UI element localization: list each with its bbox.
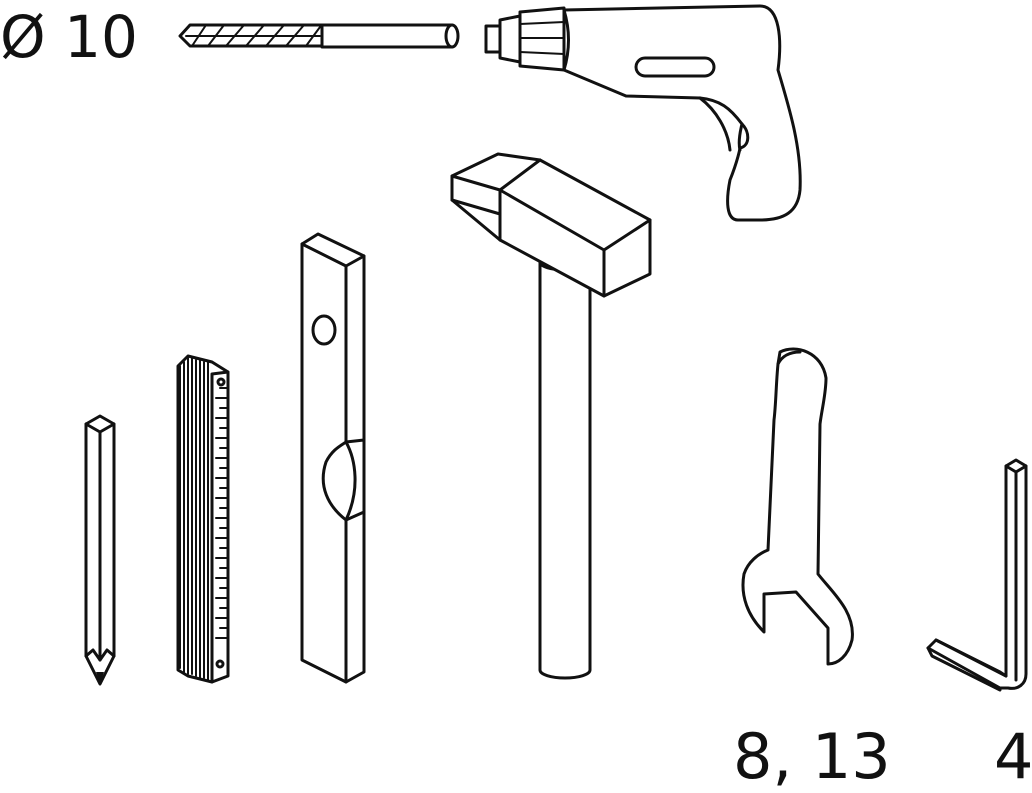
spirit-level-icon	[300, 232, 366, 684]
pencil-icon	[84, 414, 116, 686]
hex-key-icon	[926, 458, 1028, 692]
open-end-wrench-icon	[741, 347, 854, 666]
power-drill-icon	[484, 4, 802, 222]
drill-bit-size-label: Ø 10	[0, 3, 138, 71]
wrench-size-label: 8, 13	[733, 720, 891, 793]
hammer-icon	[450, 152, 652, 680]
drill-bit-icon	[178, 23, 460, 49]
hex-key-size-label: 4	[994, 720, 1032, 793]
folding-ruler-icon	[176, 354, 230, 684]
